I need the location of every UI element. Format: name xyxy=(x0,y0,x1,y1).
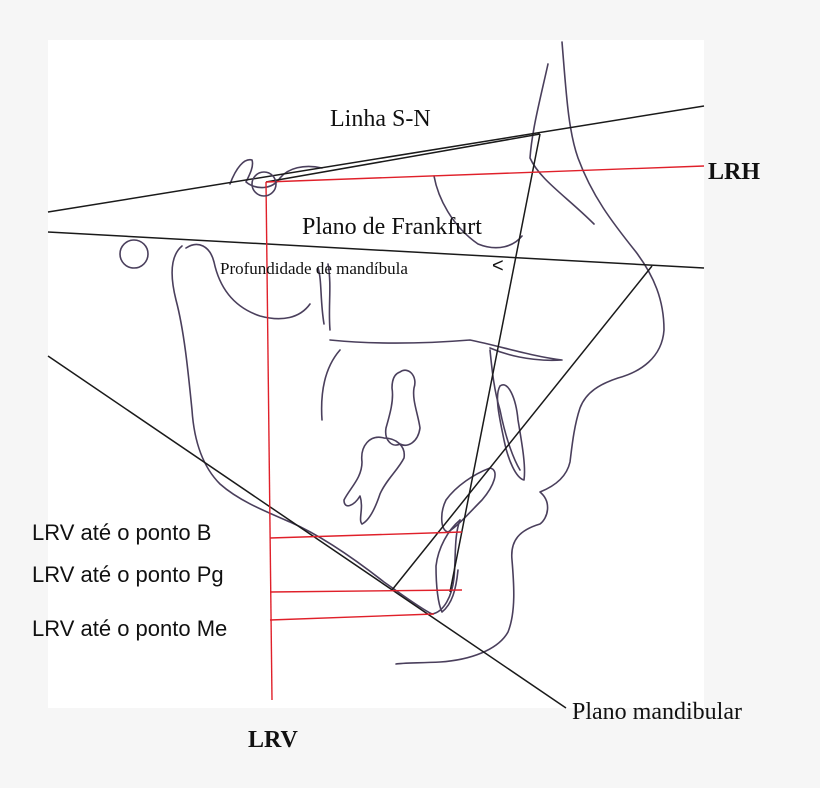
label-lrv-pg: LRV até o ponto Pg xyxy=(32,562,224,587)
angle-mark: < xyxy=(492,255,504,277)
nasal-bone xyxy=(529,63,595,225)
anatomical-tracing xyxy=(119,41,665,665)
label-plano-mandibular: Plano mandibular xyxy=(572,699,742,725)
orbit xyxy=(433,175,523,249)
maxilla-posterior xyxy=(320,349,341,421)
label-lrv-me: LRV até o ponto Me xyxy=(32,616,227,641)
symphysis xyxy=(435,519,461,613)
reference-lines xyxy=(47,105,705,709)
lrv-b-line xyxy=(269,531,463,539)
lrh-line xyxy=(265,165,705,183)
label-lrh: LRH xyxy=(708,159,760,185)
drawing-panel xyxy=(48,40,704,708)
n-b-line xyxy=(449,133,541,593)
ramus-inner xyxy=(185,243,311,320)
label-sn-line: Linha S-N xyxy=(330,106,431,132)
label-frankfurt: Plano de Frankfurt xyxy=(302,214,482,240)
lrv-me-line xyxy=(269,613,435,621)
porion xyxy=(119,239,149,269)
pterygomaxillary-fissure xyxy=(317,263,331,331)
sella-turcica xyxy=(229,159,323,189)
sella-connector xyxy=(265,133,541,183)
lrv-pg-line xyxy=(269,589,463,593)
lrv-vertical xyxy=(265,181,273,701)
red-reference-lines xyxy=(265,165,705,701)
upper-molar xyxy=(384,369,421,446)
mandible-outline xyxy=(171,245,461,615)
sn-line xyxy=(47,105,705,213)
sella-point xyxy=(251,171,277,197)
lower-molar xyxy=(343,436,406,525)
frankfurt-plane xyxy=(47,231,705,269)
label-lrv-b: LRV até o ponto B xyxy=(32,520,211,545)
label-profundidade: Profundidade de mandíbula xyxy=(220,259,408,278)
label-lrv: LRV xyxy=(248,727,298,753)
mandibular-plane xyxy=(47,355,567,709)
facial-depth-line xyxy=(391,265,653,591)
upper-incisor xyxy=(496,384,526,481)
palate xyxy=(329,339,563,362)
soft-tissue-profile xyxy=(395,41,665,665)
anterior-maxilla xyxy=(489,349,521,471)
